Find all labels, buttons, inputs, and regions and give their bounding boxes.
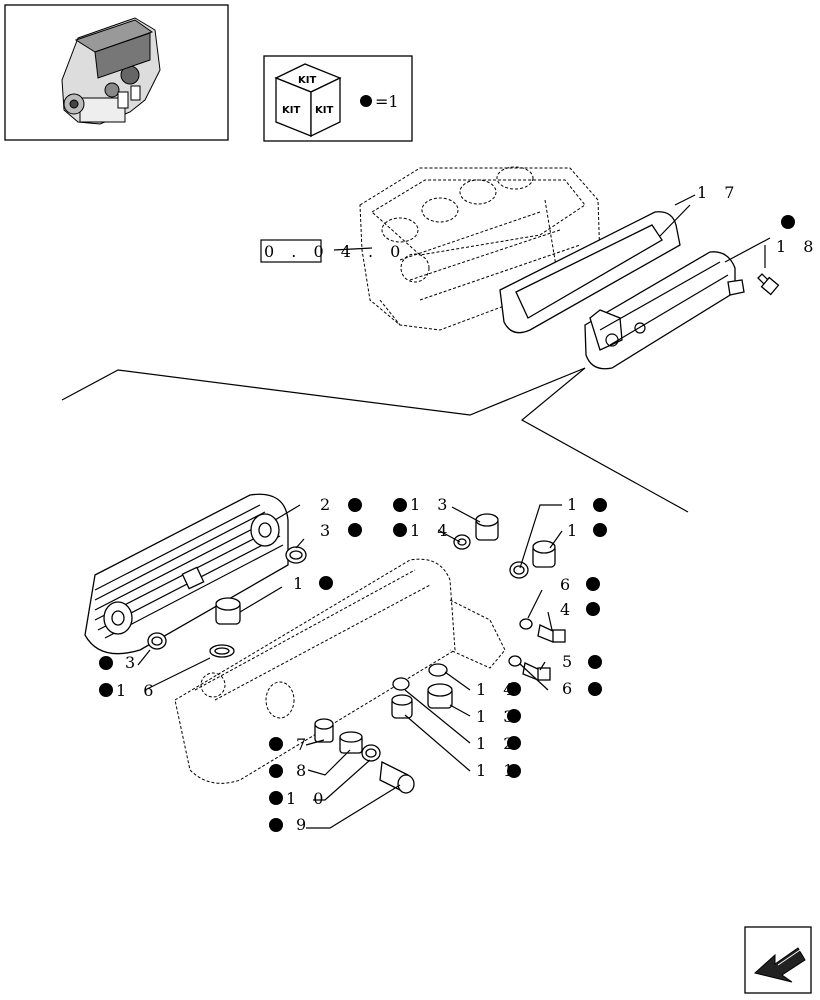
callout-11: 1 1 bbox=[476, 761, 521, 780]
callout-6a: 6 bbox=[560, 575, 600, 594]
leader-lines bbox=[137, 194, 771, 829]
svg-text:6: 6 bbox=[562, 679, 578, 698]
svg-text:1 2: 1 2 bbox=[476, 734, 519, 753]
kit-legend: KIT KIT KIT =1 bbox=[263, 55, 413, 142]
kit-dot-18-top bbox=[781, 215, 795, 229]
svg-text:1 0: 1 0 bbox=[286, 789, 329, 808]
seal-ring-14b bbox=[428, 663, 448, 677]
svg-text:6: 6 bbox=[560, 575, 576, 594]
oil-cooler-housing-lower bbox=[174, 558, 506, 784]
reference-link[interactable]: 0 . 0 4 . 0 bbox=[260, 239, 406, 263]
engine-thumbnail-icon bbox=[61, 17, 161, 125]
washer-6b bbox=[508, 655, 522, 667]
seal-ring-12 bbox=[392, 677, 410, 691]
heat-exchanger-core bbox=[84, 493, 289, 655]
sleeve-8 bbox=[339, 731, 363, 754]
kit-label-left: KIT bbox=[282, 105, 300, 116]
seal-ring-16b bbox=[509, 561, 529, 579]
svg-text:1 3: 1 3 bbox=[476, 707, 519, 726]
union-9 bbox=[379, 761, 415, 794]
svg-text:1 3: 1 3 bbox=[410, 495, 453, 514]
kit-equals: =1 bbox=[375, 92, 399, 111]
callout-2: 2 bbox=[320, 495, 362, 514]
callout-6b: 6 bbox=[562, 679, 602, 698]
oil-cooler-housing-upper bbox=[584, 251, 745, 370]
callout-16a: 1 6 bbox=[99, 681, 159, 700]
callout-17: 1 7 bbox=[697, 183, 740, 202]
callout-15a: 1 5 bbox=[293, 574, 333, 593]
reference-label: 0 . 0 4 . 0 bbox=[264, 242, 406, 261]
callout-15b: 1 5 bbox=[567, 521, 607, 540]
expansion-line-right bbox=[520, 367, 689, 513]
expansion-line-left bbox=[61, 367, 586, 416]
callout-13b: 1 3 bbox=[476, 707, 521, 726]
next-page-button[interactable] bbox=[744, 926, 812, 994]
callout-14b: 1 4 bbox=[476, 680, 521, 699]
callout-8: 8 bbox=[269, 761, 312, 780]
seal-ring-14a bbox=[453, 534, 471, 550]
svg-text:1 7: 1 7 bbox=[697, 183, 740, 202]
callout-13a: 1 3 bbox=[393, 495, 453, 514]
engine-thumbnail[interactable] bbox=[4, 4, 229, 141]
bolt-18 bbox=[757, 273, 780, 296]
svg-text:1 8: 1 8 bbox=[776, 237, 819, 256]
seal-ring-16a bbox=[209, 644, 235, 658]
svg-text:1 6: 1 6 bbox=[116, 681, 159, 700]
gasket bbox=[499, 211, 681, 334]
kit-cube-icon: KIT KIT KIT bbox=[274, 63, 342, 138]
svg-text:8: 8 bbox=[296, 761, 312, 780]
kit-label-top: KIT bbox=[298, 75, 316, 86]
plug-15a bbox=[215, 597, 241, 625]
arrow-icon bbox=[753, 947, 807, 983]
seal-ring-10 bbox=[361, 744, 381, 762]
svg-text:3: 3 bbox=[320, 521, 336, 540]
plug-11 bbox=[391, 694, 413, 719]
plug-13b bbox=[427, 683, 453, 709]
svg-text:2: 2 bbox=[320, 495, 336, 514]
svg-text:9: 9 bbox=[296, 815, 312, 834]
bolt-4 bbox=[537, 624, 566, 643]
callout-3a: 3 bbox=[320, 521, 362, 540]
svg-text:3: 3 bbox=[125, 653, 141, 672]
plug-13a bbox=[475, 513, 499, 541]
callout-10: 1 0 bbox=[269, 789, 329, 808]
svg-text:5: 5 bbox=[562, 652, 578, 671]
callout-9: 9 bbox=[269, 815, 312, 834]
callout-12: 1 2 bbox=[476, 734, 521, 753]
callout-4: 4 bbox=[560, 600, 600, 619]
kit-label-right: KIT bbox=[315, 105, 333, 116]
plug-7 bbox=[314, 718, 334, 743]
seal-ring-3b bbox=[147, 632, 167, 650]
svg-text:1 4: 1 4 bbox=[410, 521, 453, 540]
washer-6a bbox=[519, 618, 533, 630]
callout-14a: 1 4 bbox=[393, 521, 453, 540]
callout-7: 7 bbox=[269, 735, 312, 754]
svg-text:1 4: 1 4 bbox=[476, 680, 519, 699]
callout-18: 1 8 bbox=[776, 237, 819, 256]
kit-dot bbox=[360, 95, 372, 107]
svg-text:1 1: 1 1 bbox=[476, 761, 519, 780]
svg-text:4: 4 bbox=[560, 600, 576, 619]
plug-15b bbox=[532, 540, 556, 568]
callout-3b: 3 bbox=[99, 653, 141, 672]
svg-text:7: 7 bbox=[296, 735, 312, 754]
callout-16b: 1 6 bbox=[567, 495, 607, 514]
callout-5: 5 bbox=[562, 652, 602, 671]
seal-ring-3a bbox=[285, 546, 307, 564]
bolt-5 bbox=[522, 662, 551, 681]
